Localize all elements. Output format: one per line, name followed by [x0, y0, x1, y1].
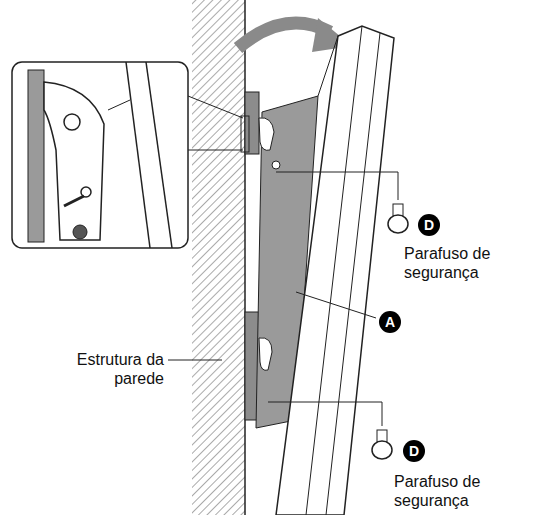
hook-bottom [259, 338, 272, 371]
callout-letter: D [403, 440, 425, 462]
part-label: Estrutura da parede [62, 350, 164, 388]
inset-hook [44, 82, 104, 240]
leader-line [168, 360, 222, 361]
wall-surface [244, 0, 246, 515]
leader-line [268, 402, 382, 426]
hook-top [259, 118, 274, 151]
callout-letter: A [379, 311, 401, 333]
security-screw-bottom [372, 430, 392, 459]
part-label: Parafuso de segurança [404, 244, 526, 282]
security-screw-top [388, 204, 408, 233]
wall-bracket-top [245, 92, 259, 154]
leader-line [276, 172, 398, 200]
tv-panel [276, 26, 394, 515]
callout-letter: D [418, 214, 440, 236]
wall-hatching [192, 0, 245, 515]
inset-bracket [28, 70, 44, 242]
part-label: Parafuso de segurança [394, 472, 516, 510]
leader-line [296, 292, 376, 318]
detail-inset [12, 62, 188, 248]
